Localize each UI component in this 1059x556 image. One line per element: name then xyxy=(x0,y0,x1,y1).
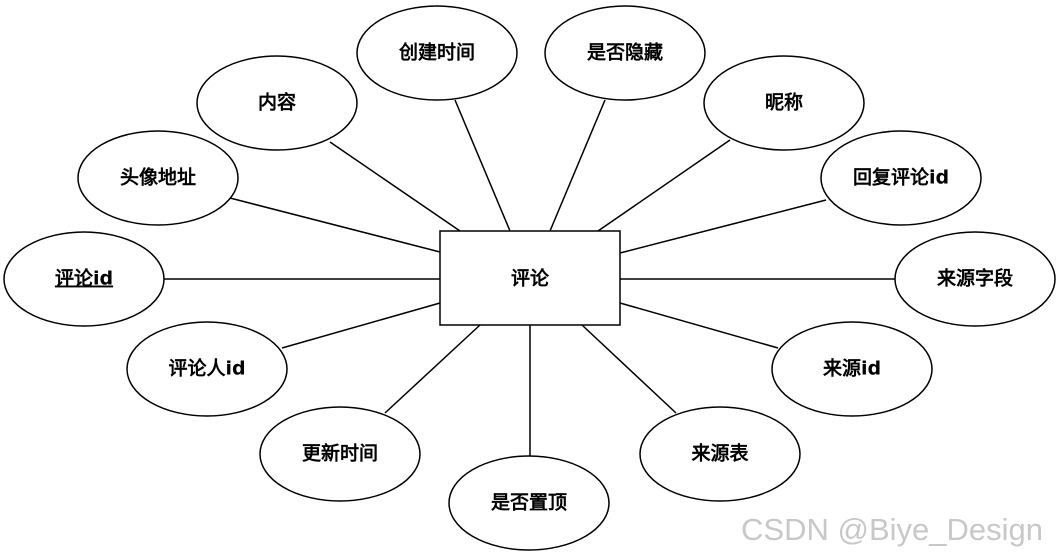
comment-entity: 评论 xyxy=(439,230,621,326)
attribute-comment-id: 评论id xyxy=(3,231,165,327)
attribute-is-hidden: 是否隐藏 xyxy=(544,5,706,101)
attribute-label: 来源字段 xyxy=(937,267,1014,290)
attribute-label: 评论id xyxy=(55,267,113,290)
attribute-reply-comment-id: 回复评论id xyxy=(820,130,982,226)
attribute-label: 昵称 xyxy=(765,91,803,114)
attribute-source-field: 来源字段 xyxy=(894,231,1056,327)
attribute-created-time: 创建时间 xyxy=(356,5,518,101)
attribute-ellipse xyxy=(259,406,421,502)
attribute-ellipse xyxy=(639,406,801,502)
attribute-ellipse xyxy=(820,130,982,226)
connector-is-hidden xyxy=(549,99,606,232)
attribute-ellipse xyxy=(77,130,239,226)
attribute-commenter-id: 评论人id xyxy=(126,321,288,417)
attribute-is-pinned: 是否置顶 xyxy=(448,455,610,551)
attribute-updated-time: 更新时间 xyxy=(259,406,421,502)
attribute-label: 回复评论id xyxy=(853,166,949,189)
attribute-label: 来源表 xyxy=(691,442,749,465)
connector-source-table xyxy=(581,324,677,414)
attribute-ellipse xyxy=(544,5,706,101)
attribute-ellipse xyxy=(771,321,933,417)
watermark: CSDN @Biye_Design xyxy=(741,512,1043,547)
attribute-label: 头像地址 xyxy=(120,166,196,189)
connectors xyxy=(164,99,895,456)
attribute-avatar-url: 头像地址 xyxy=(77,130,239,226)
connector-reply-comment-id xyxy=(619,199,827,254)
attribute-label: 评论人id xyxy=(168,357,245,380)
attribute-label: 创建时间 xyxy=(398,41,475,64)
attribute-nickname: 昵称 xyxy=(703,55,865,151)
attribute-ellipse xyxy=(894,231,1056,327)
attribute-label: 内容 xyxy=(258,91,296,114)
attribute-label: 是否置顶 xyxy=(491,492,567,514)
attribute-source-id: 来源id xyxy=(771,321,933,417)
connector-source-id xyxy=(619,302,779,349)
connector-content xyxy=(329,141,461,232)
attribute-ellipse xyxy=(196,55,358,151)
attribute-ellipse xyxy=(703,55,865,151)
attribute-source-table: 来源表 xyxy=(639,406,801,502)
attribute-label: 来源id xyxy=(823,357,881,380)
connector-created-time xyxy=(454,99,511,232)
attribute-content: 内容 xyxy=(196,55,358,151)
connector-updated-time xyxy=(384,324,481,414)
connector-avatar-url xyxy=(229,197,441,253)
attribute-ellipse xyxy=(126,321,288,417)
connector-nickname xyxy=(597,139,731,232)
connector-commenter-id xyxy=(281,302,441,349)
entity-label: 评论 xyxy=(511,267,550,290)
entity-box xyxy=(439,230,621,326)
attribute-ellipse xyxy=(448,455,610,551)
attribute-ellipse xyxy=(356,5,518,101)
attribute-ellipse xyxy=(3,231,165,327)
attribute-label: 是否隐藏 xyxy=(587,41,663,64)
attribute-label: 更新时间 xyxy=(302,442,378,465)
